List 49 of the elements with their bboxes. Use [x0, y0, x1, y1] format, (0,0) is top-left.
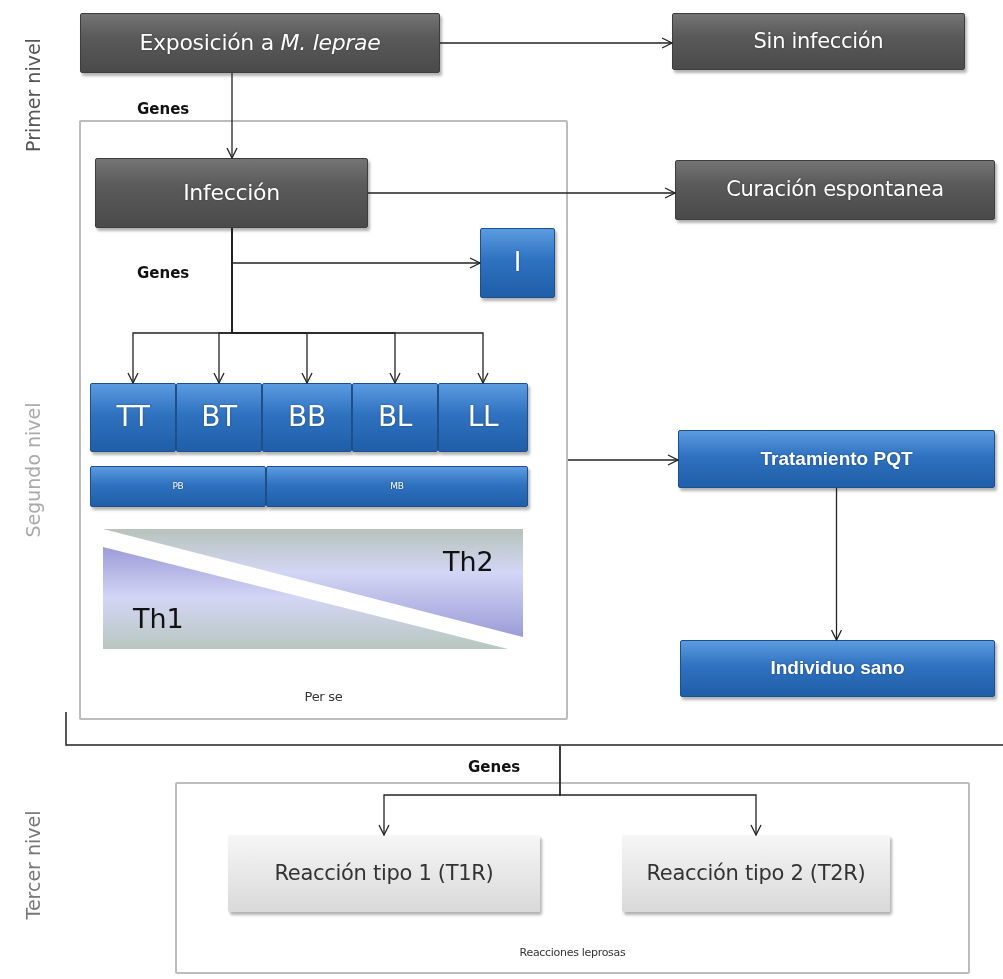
- node-label: Reacción tipo 1 (T1R): [274, 859, 494, 887]
- node-label: Sin infección: [753, 27, 884, 55]
- node-label: TT: [116, 399, 150, 436]
- process-box: [90, 383, 176, 452]
- node-label: I: [513, 246, 522, 280]
- node-label: MB: [390, 480, 404, 493]
- process-box: [262, 383, 352, 452]
- process-box: [266, 466, 528, 507]
- bracket: [65, 712, 1003, 746]
- arrow: [367, 187, 676, 199]
- process-box: [680, 640, 995, 697]
- process-box: [228, 835, 540, 912]
- arrow: [559, 745, 762, 836]
- process-box: [352, 383, 438, 452]
- group-caption: Reacciones leprosas: [519, 945, 626, 960]
- text-label: Th1: [133, 605, 184, 632]
- node-label: Tratamiento PQT: [760, 446, 913, 471]
- process-box: [480, 228, 555, 298]
- group-frame: [79, 120, 568, 720]
- process-box: [675, 160, 995, 220]
- process-box: [90, 466, 266, 507]
- node-label: LL: [467, 399, 499, 436]
- node-label: Reacción tipo 2 (T2R): [646, 859, 866, 887]
- arrow: [439, 37, 673, 49]
- arrow: [567, 454, 679, 466]
- node-label: Curación espontanea: [726, 176, 944, 204]
- process-box: [678, 430, 995, 488]
- node-label: Exposición a M. leprae: [139, 28, 381, 57]
- text-label: Th2: [443, 548, 494, 575]
- node-label: Infección: [183, 178, 280, 207]
- process-box: [80, 13, 440, 73]
- level-label: Tercer nivel: [24, 810, 43, 920]
- process-box: [176, 383, 262, 452]
- process-box: [438, 383, 528, 452]
- node-label: PB: [172, 480, 184, 493]
- text-label: Genes: [468, 760, 521, 775]
- process-box: [95, 158, 368, 228]
- node-label: BB: [288, 399, 326, 436]
- node-label: BL: [377, 399, 413, 436]
- level-label: Primer nivel: [24, 38, 43, 152]
- group-frame: [175, 782, 970, 974]
- group-caption: Per se: [304, 689, 343, 706]
- arrow: [226, 72, 238, 159]
- node-label: Individuo sano: [770, 656, 905, 681]
- level-label: Segundo nivel: [24, 402, 43, 538]
- process-box: [622, 835, 890, 912]
- process-box: [672, 13, 965, 70]
- arrow: [830, 487, 843, 641]
- node-label: BT: [201, 399, 237, 436]
